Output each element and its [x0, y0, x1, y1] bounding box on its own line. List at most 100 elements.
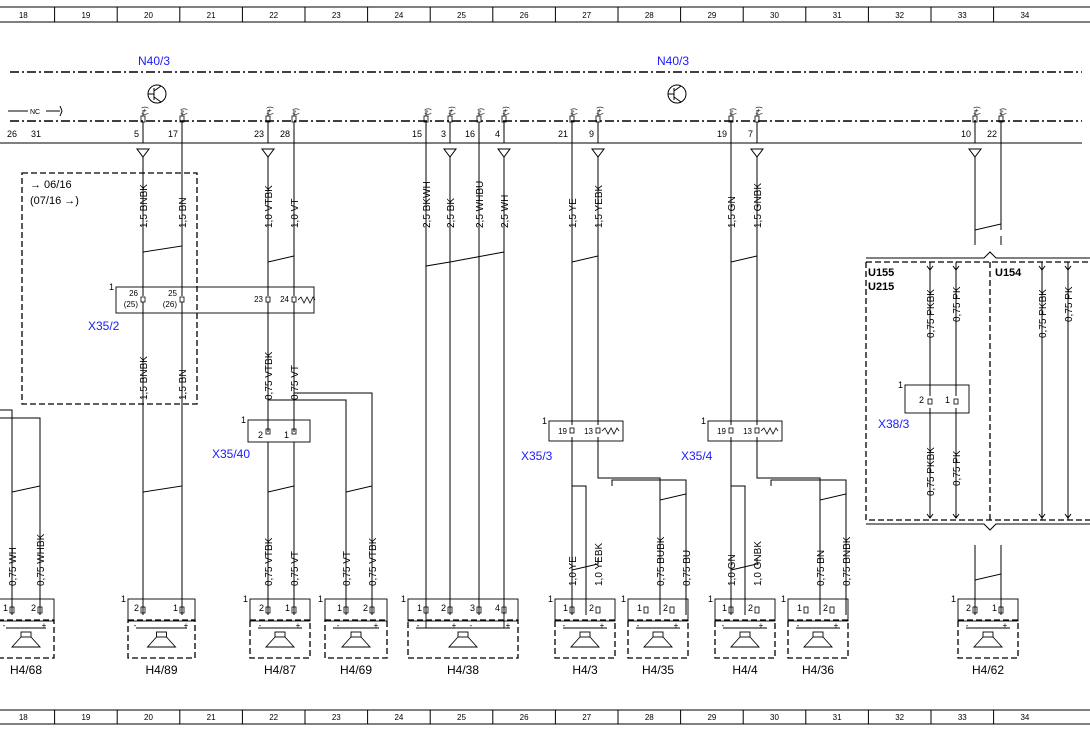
speaker-polarity: + [452, 621, 457, 630]
speaker-polarity: - [722, 621, 725, 630]
speaker-label: H4/3 [572, 663, 598, 677]
speaker-icon [6, 627, 46, 648]
wire-label: 0,75 PKBK [1038, 289, 1049, 338]
speaker-polarity: + [184, 621, 189, 630]
ruler-col-label: 34 [1020, 713, 1029, 722]
nc-label: NC [30, 109, 40, 116]
pin-polarity: (-) [730, 108, 737, 115]
wire-label: 1,5 BN [178, 369, 189, 400]
transistor-icon [147, 84, 167, 104]
speaker-icon [966, 627, 1010, 648]
speaker-polarity: + [374, 621, 379, 630]
module-pin: (-)19 [717, 108, 737, 139]
ruler-col-label: 32 [895, 713, 904, 722]
speaker-connector-number: 1 [243, 594, 248, 604]
module-pin: (+)10 [961, 106, 981, 139]
connector-label: X35/40 [212, 447, 250, 461]
pin-number: 16 [465, 129, 475, 139]
wire-label: 2,5 BKWH [422, 181, 433, 228]
speaker-pin: 1 [417, 603, 422, 613]
speaker-pin: 2 [663, 603, 668, 613]
speaker-h4-35: 11-2+H4/35 [621, 594, 689, 677]
pin-polarity: (+) [503, 106, 510, 115]
speaker-polarity: + [506, 621, 511, 630]
ruler-col-label: 23 [332, 713, 341, 722]
speaker-label: H4/89 [145, 663, 177, 677]
wire-label: 1,5 BNBK [139, 184, 150, 228]
module-label-left: N40/3 [138, 54, 170, 68]
module-pin: (+)5 [134, 106, 149, 139]
speaker-h4-87: 12-1+H4/87 [243, 594, 311, 677]
connector-label: X35/2 [88, 319, 120, 333]
module-pin: (+)7 [748, 106, 763, 139]
speaker-icon [796, 627, 840, 648]
ruler-col-label: 21 [207, 713, 216, 722]
wire-label: 1,0 VTBK [264, 185, 275, 228]
connector-pin: 13 [743, 427, 752, 436]
speaker-label: H4/36 [802, 663, 834, 677]
wire-label: 1,0 GN [727, 554, 738, 586]
wire-label: 0,75 BU [682, 550, 693, 586]
pin-polarity: (+) [974, 106, 981, 115]
speaker-icon [416, 613, 510, 648]
ruler-col-label: 21 [207, 11, 216, 20]
connector-number: 1 [542, 416, 547, 426]
wire-label: 1,0 VT [290, 199, 301, 228]
speaker-polarity: + [296, 621, 301, 630]
speaker-connector-number: 1 [708, 594, 713, 604]
wire-label: 1,5 YEBK [594, 184, 605, 228]
wire-label: 1,0 GNBK [753, 541, 764, 586]
ruler-col-label: 24 [394, 713, 403, 722]
ruler-col-label: 25 [457, 713, 466, 722]
connector-pin: 1 [284, 430, 289, 440]
module-pin: (-)15 [412, 108, 432, 139]
speaker-pin: 1 [992, 603, 997, 613]
wires [0, 122, 1072, 615]
speaker-pin: 2 [823, 603, 828, 613]
ruler-col-label: 33 [958, 713, 967, 722]
ruler-col-label: 28 [645, 11, 654, 20]
connector-number: 1 [109, 282, 114, 292]
speaker-pin: 4 [495, 603, 500, 613]
ruler-col-label: 19 [81, 713, 90, 722]
ruler-col-label: 28 [645, 713, 654, 722]
wire-label: 1,5 GN [727, 196, 738, 228]
module-pin: (-)17 [168, 108, 188, 139]
speaker-polarity: - [259, 621, 262, 630]
speaker-polarity: + [1003, 621, 1008, 630]
wire-labels: 1,5 BNBK 1,5 BN 1,0 VTBK 1,0 VT 2,5 BKWH 2,5 … [8, 181, 1075, 586]
pin-polarity: (-) [478, 108, 485, 115]
speaker-polarity: - [337, 621, 340, 630]
wire-label: 1,5 BN [178, 197, 189, 228]
wire-label: 0,75 VTBK [264, 351, 275, 400]
wire-label: 1,0 YE [568, 556, 579, 586]
speaker-pin: 1 [637, 603, 642, 613]
speaker-connector-number: 1 [548, 594, 553, 604]
speaker-h4-36: 11-2+H4/36 [781, 594, 849, 677]
ruler-col-label: 20 [144, 11, 153, 20]
ruler-col-label: 20 [144, 713, 153, 722]
speaker-h4-68: 11-2+H4/68 [0, 598, 55, 677]
pin-polarity: (-) [1000, 108, 1007, 115]
speaker-pin: 2 [363, 603, 368, 613]
speaker-connector-number: 1 [781, 594, 786, 604]
speaker-pin: 2 [134, 603, 139, 613]
pin-number: 21 [558, 129, 568, 139]
connector-pin: 24 [280, 295, 289, 304]
wire-label: 2,5 BK [446, 198, 457, 228]
speaker-label: H4/38 [447, 663, 479, 677]
module-pin: 31 [31, 129, 41, 139]
speaker-pin: 2 [259, 603, 264, 613]
module-pin: (-)21 [558, 108, 578, 139]
speaker-polarity: - [637, 621, 640, 630]
speaker-pin: 1 [563, 603, 568, 613]
date-to: (07/16 →) [30, 195, 79, 207]
pin-number: 5 [134, 129, 139, 139]
speaker-pin: 2 [748, 603, 753, 613]
